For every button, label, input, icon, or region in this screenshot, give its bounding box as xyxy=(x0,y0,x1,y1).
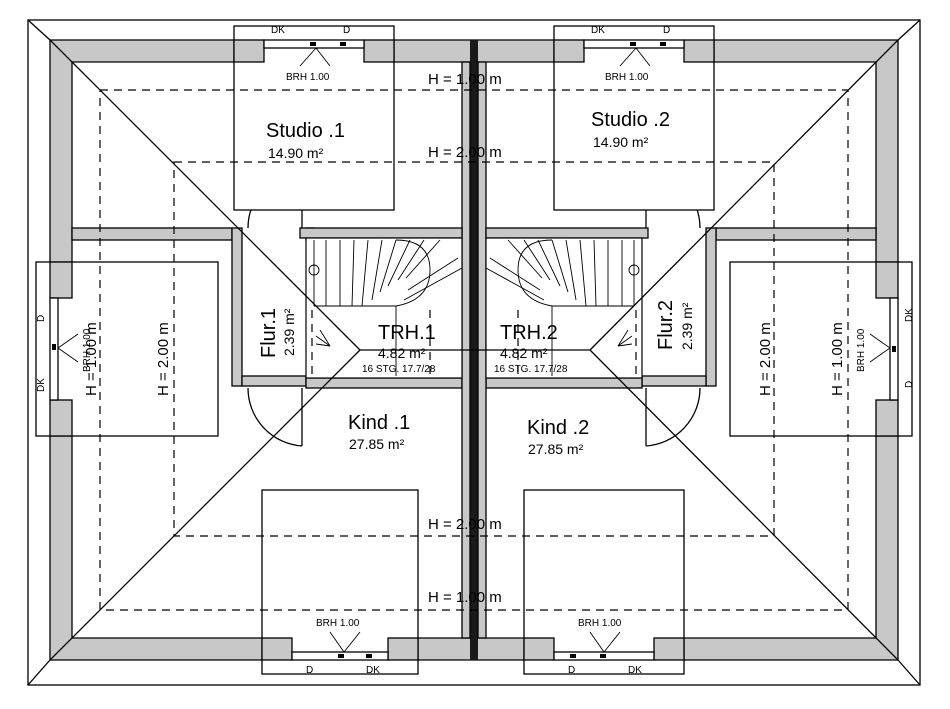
brh-label-kind-1: BRH 1.00 xyxy=(316,618,360,629)
dk-label-right: DK xyxy=(904,308,915,322)
height-label-right-100: H = 1.00 m xyxy=(829,322,846,396)
flur-2-name: Flur.2 xyxy=(655,300,677,350)
kind-2-name: Kind .2 xyxy=(527,417,589,439)
height-label-left-100: H = 1.00 m xyxy=(83,322,100,396)
d-label-kind-1: D xyxy=(306,665,313,676)
trh-2-area: 4.82 m² xyxy=(500,345,548,361)
roof-diagonals xyxy=(49,39,899,661)
roof-outline xyxy=(27,19,921,686)
height-label-left-200: H = 2.00 m xyxy=(155,322,172,396)
roof-ridge-tl xyxy=(27,19,51,41)
trh-2-name: TRH.2 xyxy=(500,322,558,344)
kind-1-area: 27.85 m² xyxy=(349,436,405,452)
dk-label-studio-2: DK xyxy=(591,25,605,36)
height-label-bottom-100: H = 1.00 m xyxy=(428,589,502,606)
flur-1-area: 2.39 m² xyxy=(281,308,297,356)
trh-1-name: TRH.1 xyxy=(378,322,436,344)
d-label-studio-1: D xyxy=(343,25,350,36)
brh-label-studio-2: BRH 1.00 xyxy=(605,72,649,83)
dormers xyxy=(35,25,913,675)
d-label-left: D xyxy=(36,315,47,322)
kind-1-name: Kind .1 xyxy=(348,412,410,434)
studio-2-name: Studio .2 xyxy=(591,109,670,131)
trh-1-steps: 16 STG. 17.7/28 xyxy=(362,364,436,375)
kind-2-area: 27.85 m² xyxy=(528,441,584,457)
height-label-top-100: H = 1.00 m xyxy=(428,71,502,88)
roof-ridge-br xyxy=(897,659,921,686)
brh-label-kind-2: BRH 1.00 xyxy=(578,618,622,629)
studio-1-name: Studio .1 xyxy=(266,120,345,142)
stairwell-1 xyxy=(305,237,463,379)
height-contours xyxy=(99,89,849,611)
roof-ridge-bl xyxy=(27,659,51,686)
brh-label-right: BRH 1.00 xyxy=(856,328,867,372)
trh-2-steps: 16 STG. 17.7/28 xyxy=(494,364,568,375)
d-label-kind-2: D xyxy=(568,665,575,676)
d-label-studio-2: D xyxy=(663,25,670,36)
d-label-right: D xyxy=(904,381,915,388)
dk-label-studio-1: DK xyxy=(271,25,285,36)
windows xyxy=(49,39,899,661)
studio-2-area: 14.90 m² xyxy=(593,134,649,150)
stairwell-2 xyxy=(485,237,643,379)
height-label-right-200: H = 2.00 m xyxy=(757,322,774,396)
flur-2-area: 2.39 m² xyxy=(679,302,695,350)
brh-label-left: BRH 1.00 xyxy=(82,328,93,372)
studio-1-area: 14.90 m² xyxy=(268,145,324,161)
flur-1-name: Flur.1 xyxy=(258,308,280,358)
dk-label-left: DK xyxy=(36,378,47,392)
dk-label-kind-1: DK xyxy=(366,665,380,676)
dk-label-kind-2: DK xyxy=(628,665,642,676)
height-label-top-200: H = 2.00 m xyxy=(428,144,502,161)
roof-ridge-tr xyxy=(897,19,921,41)
height-label-bottom-200: H = 2.00 m xyxy=(428,516,502,533)
labels: Studio .1 14.90 m² Studio .2 14.90 m² Ki… xyxy=(36,25,915,676)
brh-label-studio-1: BRH 1.00 xyxy=(286,72,330,83)
trh-1-area: 4.82 m² xyxy=(378,345,426,361)
